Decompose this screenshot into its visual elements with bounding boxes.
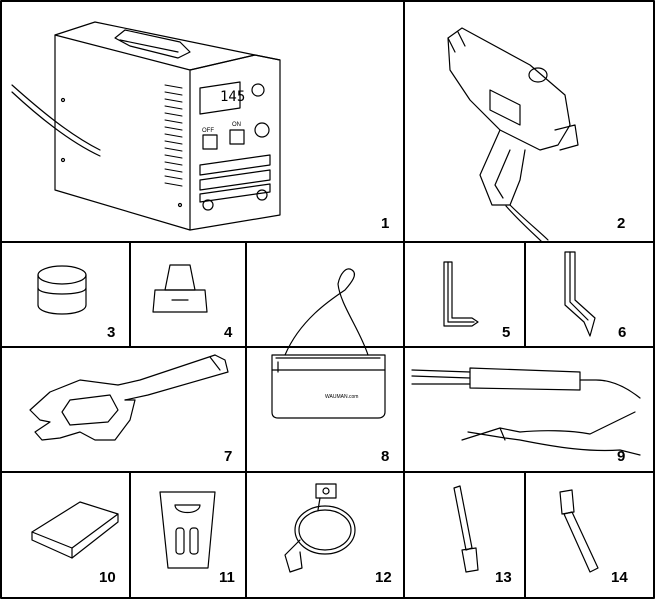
fork-tool-icon bbox=[29, 354, 229, 441]
l-tool-icon bbox=[443, 261, 479, 327]
item-number-1: 1 bbox=[381, 215, 390, 232]
item-number-5: 5 bbox=[502, 324, 511, 341]
pin-tip-icon bbox=[453, 485, 479, 573]
off-label: OFF bbox=[202, 128, 214, 134]
clamp-ring-icon bbox=[284, 483, 356, 573]
ground-clamp-cable-icon bbox=[411, 367, 641, 456]
item-number-8: 8 bbox=[381, 448, 390, 465]
stud-tip-icon bbox=[559, 489, 599, 573]
welding-gun-icon bbox=[447, 27, 579, 243]
item-number-14: 14 bbox=[611, 569, 628, 586]
item-number-9: 9 bbox=[617, 448, 626, 465]
item-number-10: 10 bbox=[99, 569, 116, 586]
on-label: ON bbox=[232, 122, 241, 128]
jar-icon bbox=[37, 265, 87, 315]
box-icon bbox=[31, 501, 119, 559]
item-number-2: 2 bbox=[617, 215, 626, 232]
bag-brand: WAUMAN.com bbox=[325, 394, 358, 400]
shoulder-bag-icon bbox=[271, 268, 386, 419]
item-number-6: 6 bbox=[618, 324, 627, 341]
holder-plate-icon bbox=[159, 491, 216, 569]
item-number-3: 3 bbox=[107, 324, 116, 341]
welding-machine-icon bbox=[11, 21, 281, 231]
display-readout: 145 bbox=[220, 89, 245, 105]
item-number-4: 4 bbox=[224, 324, 233, 341]
item-number-13: 13 bbox=[495, 569, 512, 586]
nozzle-tip-icon bbox=[152, 264, 208, 313]
item-number-7: 7 bbox=[224, 448, 233, 465]
item-number-12: 12 bbox=[375, 569, 392, 586]
angled-tool-icon bbox=[564, 251, 596, 337]
item-number-11: 11 bbox=[219, 569, 235, 586]
